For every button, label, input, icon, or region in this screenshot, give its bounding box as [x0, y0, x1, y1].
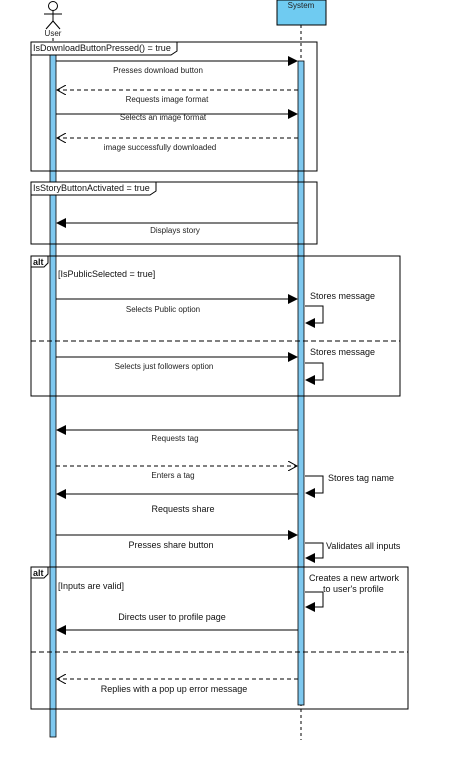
msg-presses-download: Presses download button [113, 66, 203, 75]
self-creates-artwork-arrow [305, 591, 324, 612]
msg-error-popup: Replies with a pop up error message [101, 684, 248, 694]
self-validates-arrow [305, 542, 324, 563]
msg-selects-followers: Selects just followers option [115, 362, 214, 371]
system-actor-box [276, 0, 327, 26]
self-stores-tag: Stores tag name [328, 473, 394, 483]
self-stores-message-2: Stores message [310, 347, 375, 357]
user-actor-icon [44, 1, 62, 30]
msg-download-success: image successfully downloaded [104, 143, 217, 152]
alt-frame-1-guard: [IsPublicSelected = true] [58, 269, 155, 279]
alt-frame-1-tab [30, 255, 49, 268]
user-activation-bar [49, 42, 57, 738]
alt-frame-1-tag: alt [33, 257, 44, 267]
system-actor-label: System [288, 1, 315, 10]
alt-frame-2-tag: alt [33, 568, 44, 578]
story-frame-label: IsStoryButtonActivated = true [33, 183, 150, 193]
story-frame [30, 181, 318, 245]
msg-requests-format: Requests image format [126, 95, 209, 104]
msg-enters-tag: Enters a tag [151, 471, 194, 480]
msg-selects-public: Selects Public option [126, 305, 200, 314]
msg-requests-tag: Requests tag [151, 434, 198, 443]
self-creates-artwork-line1: Creates a new artwork [309, 573, 400, 583]
alt-frame-2 [30, 566, 409, 710]
user-actor-label: User [45, 29, 62, 38]
msg-presses-share: Presses share button [128, 540, 213, 550]
self-stores-tag-arrow [305, 475, 324, 498]
alt-frame-1 [30, 255, 401, 397]
download-frame-tab [30, 41, 178, 56]
msg-selects-format: Selects an image format [120, 113, 207, 122]
self-stores-message-1: Stores message [310, 291, 375, 301]
alt-frame-2-guard: [Inputs are valid] [58, 581, 124, 591]
self-stores-message-2-arrow [305, 362, 324, 385]
system-activation-bar [297, 60, 305, 706]
alt-frame-2-tab [30, 566, 49, 579]
self-creates-artwork-line2: to user's profile [323, 584, 384, 594]
download-frame-label: IsDownloadButtonPressed() = true [33, 43, 171, 53]
self-stores-message-1-arrow [305, 305, 324, 328]
msg-displays-story: Displays story [150, 226, 200, 235]
self-validates: Validates all inputs [326, 541, 401, 551]
story-frame-tab [30, 181, 157, 196]
msg-directs-profile: Directs user to profile page [118, 612, 226, 622]
msg-requests-share: Requests share [151, 504, 214, 514]
